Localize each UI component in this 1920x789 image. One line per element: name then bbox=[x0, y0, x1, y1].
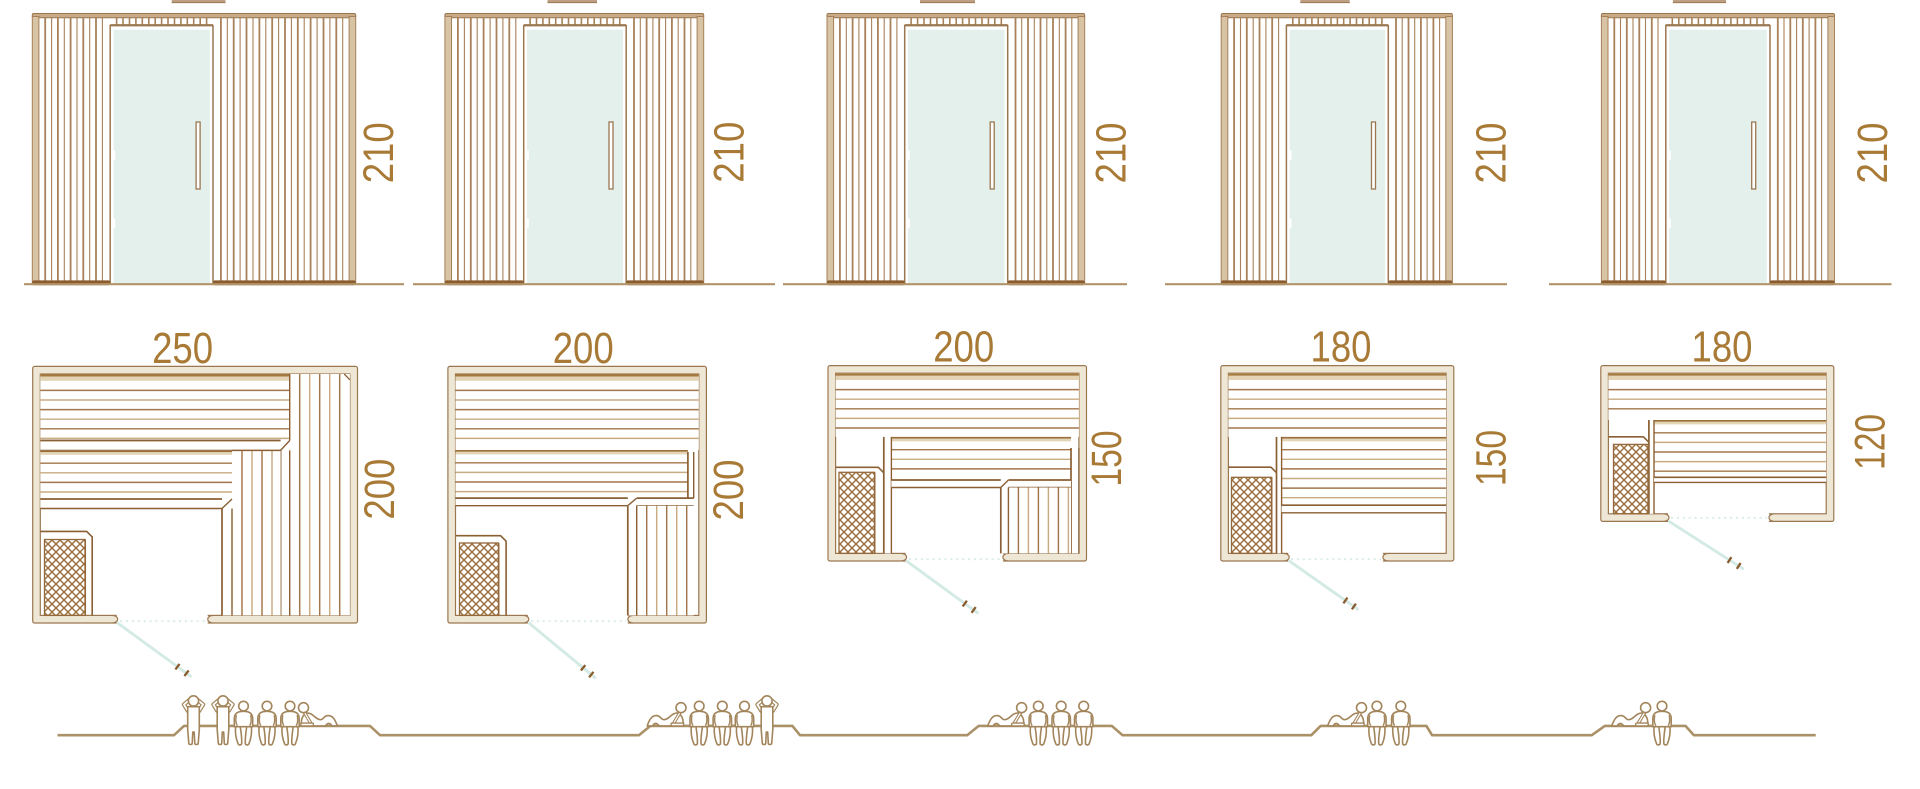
svg-text:150: 150 bbox=[1084, 431, 1131, 487]
svg-text:120: 120 bbox=[1848, 414, 1895, 470]
svg-text:150: 150 bbox=[1469, 430, 1516, 486]
svg-text:210: 210 bbox=[1469, 123, 1516, 184]
svg-text:180: 180 bbox=[1311, 322, 1372, 371]
svg-text:200: 200 bbox=[553, 324, 614, 373]
svg-text:250: 250 bbox=[152, 324, 213, 373]
svg-text:200: 200 bbox=[933, 322, 994, 371]
svg-text:210: 210 bbox=[1850, 123, 1897, 184]
svg-text:210: 210 bbox=[356, 122, 403, 183]
svg-text:200: 200 bbox=[357, 459, 404, 520]
svg-text:210: 210 bbox=[706, 122, 753, 183]
svg-text:180: 180 bbox=[1692, 322, 1753, 371]
svg-text:210: 210 bbox=[1088, 123, 1135, 184]
svg-text:200: 200 bbox=[706, 460, 753, 521]
